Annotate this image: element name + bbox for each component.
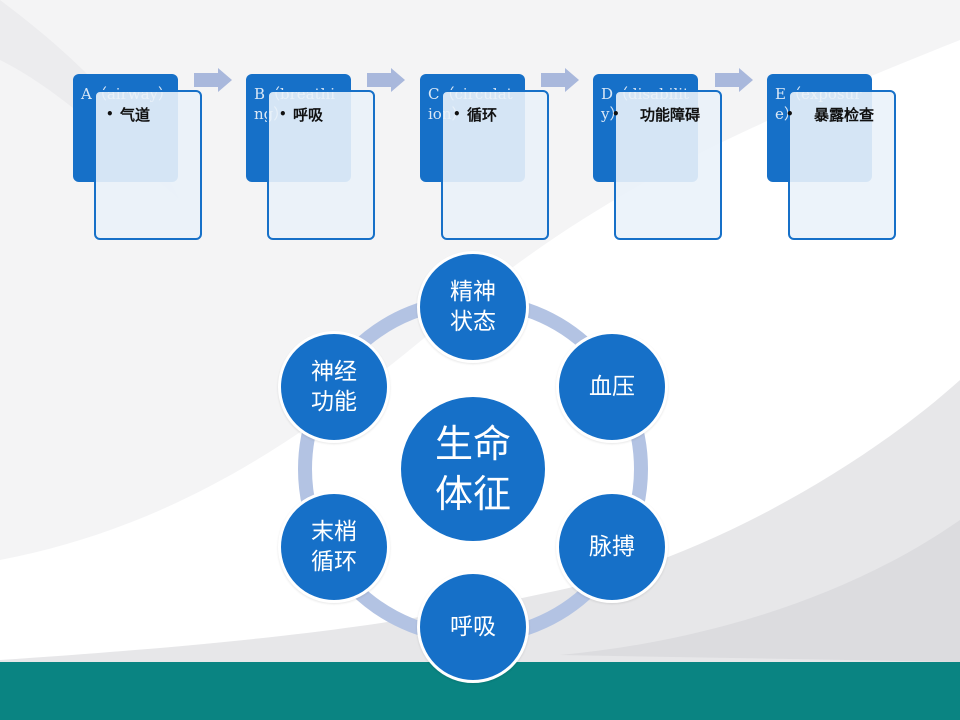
bullet: • (106, 107, 114, 121)
cycle-node-neurological-function: 神经功能 (278, 331, 390, 443)
bullet: • (453, 107, 461, 121)
cycle-node-respiration: 呼吸 (417, 571, 529, 683)
node-label: 血压 (589, 374, 635, 400)
step-item: 功能障碍 (640, 106, 701, 124)
step-item: 暴露检查 (814, 106, 875, 124)
step-detail: • 功能障碍 (612, 90, 722, 240)
cycle-node-pulse: 脉搏 (556, 491, 668, 603)
node-label: 呼吸 (450, 614, 496, 640)
step-breathing: B（breathing） •呼吸 (246, 74, 426, 244)
step-exposure: E（exposure） •暴露检查 (767, 74, 947, 244)
node-label: 精神状态 (450, 279, 496, 335)
step-airway: A（airway） •气道 (73, 74, 253, 244)
chevron-arrow-icon (367, 68, 405, 92)
step-item: 呼吸 (293, 106, 324, 124)
step-circulation: C（circulation） •循环 (420, 74, 600, 244)
center-node-vital-signs: 生命体征 (398, 394, 548, 544)
step-detail: • 气道 (94, 90, 202, 240)
cycle-node-blood-pressure: 血压 (556, 331, 668, 443)
bullet: • (612, 107, 620, 121)
node-label: 脉搏 (589, 534, 635, 560)
center-label: 生命体征 (434, 422, 511, 516)
bullet: • (279, 107, 287, 121)
step-disability: D（disability） •功能障碍 (593, 74, 773, 244)
step-detail: • 呼吸 (267, 90, 375, 240)
node-label: 神经功能 (311, 359, 357, 415)
step-detail: • 循环 (441, 90, 549, 240)
cycle-node-peripheral-circulation: 末梢循环 (278, 491, 390, 603)
bullet: • (786, 107, 794, 121)
chevron-arrow-icon (715, 68, 753, 92)
node-label: 末梢循环 (311, 519, 357, 575)
chevron-arrow-icon (541, 68, 579, 92)
chevron-arrow-icon (194, 68, 232, 92)
step-item: 气道 (120, 106, 151, 124)
step-detail: • 暴露检查 (786, 90, 896, 240)
cycle-node-mental-status: 精神状态 (417, 251, 529, 363)
step-item: 循环 (467, 106, 498, 124)
